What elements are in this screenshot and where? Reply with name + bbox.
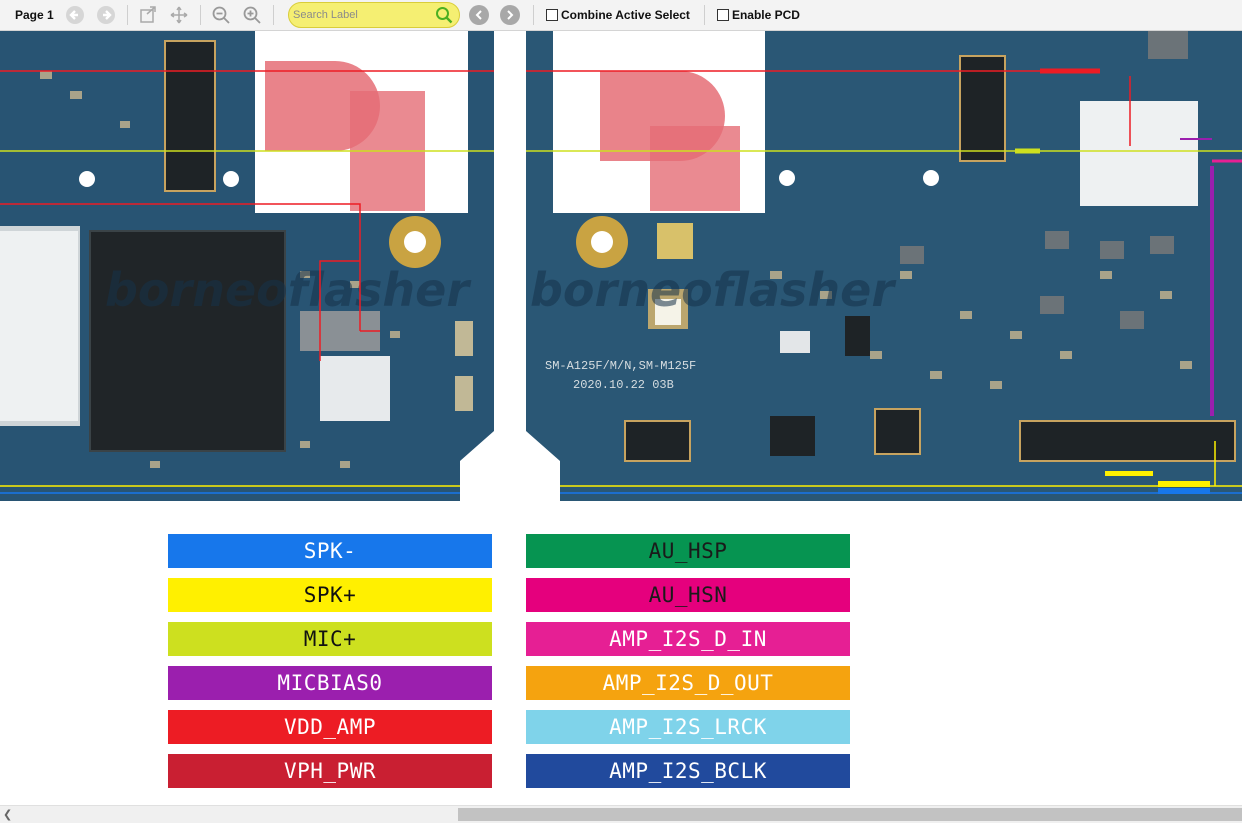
watermark-left: borneoflasher [105, 263, 472, 317]
scrollbar-thumb[interactable] [458, 808, 1242, 821]
legend-label: VDD_AMP [283, 715, 376, 739]
trace-vph-pwr [0, 203, 380, 361]
toolbar-divider [127, 5, 128, 25]
combine-active-select-label: Combine Active Select [561, 8, 690, 22]
search-icon[interactable] [435, 6, 453, 27]
spk-minus-marker [1158, 488, 1210, 494]
page-label: Page 1 [15, 8, 54, 22]
zoom-in-icon[interactable] [240, 3, 264, 27]
legend-vph-pwr[interactable]: VPH_PWR [168, 754, 492, 788]
legend-label: AMP_I2S_LRCK [609, 715, 767, 739]
enable-pcd-label: Enable PCD [731, 8, 800, 22]
legend-label: AU_HSP [648, 539, 728, 563]
legend-label: AMP_I2S_BCLK [609, 759, 767, 783]
legend-amp-i2s-lrck[interactable]: AMP_I2S_LRCK [526, 710, 850, 744]
watermark-right: borneoflasher [530, 263, 897, 317]
back-arrow-icon[interactable] [63, 3, 87, 27]
legend-micbias0[interactable]: MICBIAS0 [168, 666, 492, 700]
toolbar-divider [703, 5, 705, 25]
legend-mic-plus[interactable]: MIC+ [168, 622, 492, 656]
search-input[interactable] [293, 9, 433, 21]
legend-label: SPK+ [303, 583, 357, 607]
legend-label: MICBIAS0 [277, 671, 383, 695]
pcb-board-image: SM-A125F/M/N,SM-M125F 2020.10.22 03B bor… [0, 31, 1242, 501]
zoom-out-icon[interactable] [209, 3, 233, 27]
enable-pcd-checkbox[interactable] [716, 9, 729, 21]
enable-pcd-toggle[interactable]: Enable PCD [716, 8, 800, 22]
legend-label: SPK- [303, 539, 357, 563]
forward-arrow-icon[interactable] [94, 3, 118, 27]
legend-amp-i2s-d-in[interactable]: AMP_I2S_D_IN [526, 622, 850, 656]
net-legend: SPK- SPK+ MIC+ MICBIAS0 VDD_AMP VPH_PWR … [0, 501, 1242, 804]
rotate-icon[interactable] [136, 3, 160, 27]
legend-amp-i2s-d-out[interactable]: AMP_I2S_D_OUT [526, 666, 850, 700]
scroll-left-icon[interactable]: ❮ [3, 808, 13, 821]
previous-result-icon[interactable] [469, 5, 489, 25]
spk-plus-marker [1158, 481, 1210, 487]
combine-active-select-checkbox[interactable] [546, 9, 558, 21]
toolbar-divider [533, 5, 534, 25]
horizontal-scrollbar[interactable]: ❮ [0, 805, 1242, 823]
search-label-box[interactable] [288, 2, 460, 28]
legend-vdd-amp[interactable]: VDD_AMP [168, 710, 492, 744]
legend-spk-minus[interactable]: SPK- [168, 534, 492, 568]
legend-au-hsp[interactable]: AU_HSP [526, 534, 850, 568]
next-result-icon[interactable] [500, 5, 520, 25]
legend-au-hsn[interactable]: AU_HSN [526, 578, 850, 612]
legend-label: AMP_I2S_D_OUT [602, 671, 774, 695]
pcb-board-view[interactable]: SM-A125F/M/N,SM-M125F 2020.10.22 03B bor… [0, 31, 1242, 501]
legend-spk-plus[interactable]: SPK+ [168, 578, 492, 612]
legend-label: AMP_I2S_D_IN [609, 627, 767, 651]
toolbar-divider [273, 5, 274, 25]
combine-active-select-toggle[interactable]: Combine Active Select [546, 8, 690, 22]
silkscreen-model: SM-A125F/M/N,SM-M125F [545, 359, 696, 373]
legend-amp-i2s-bclk[interactable]: AMP_I2S_BCLK [526, 754, 850, 788]
legend-label: VPH_PWR [283, 759, 376, 783]
toolbar: Page 1 Combine Active Select Enable [0, 0, 1242, 31]
legend-label: MIC+ [303, 627, 357, 651]
silkscreen-date: 2020.10.22 03B [573, 378, 674, 392]
pan-move-icon[interactable] [167, 3, 191, 27]
legend-label: AU_HSN [648, 583, 728, 607]
toolbar-divider [200, 5, 201, 25]
